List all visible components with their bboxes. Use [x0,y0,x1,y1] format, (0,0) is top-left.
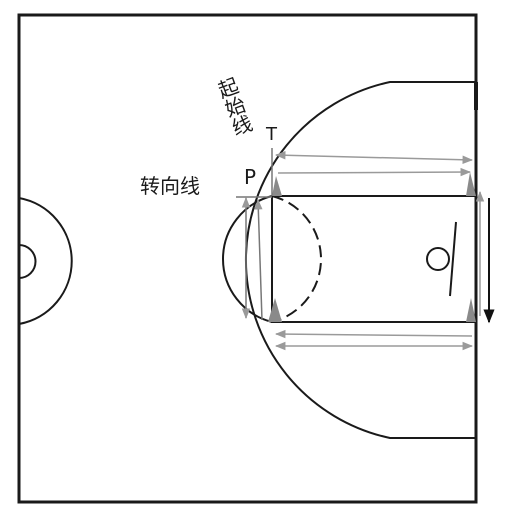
turn-line-free-throw-arc [222,195,273,323]
arrow-top-outer [274,151,474,164]
t-marker-label: T [266,124,277,145]
turn-line-label: 转向线 [140,174,200,198]
backboard [449,221,457,297]
free-throw-lane [271,195,477,323]
arrow-top-inner [277,167,472,177]
start-line-three-point-arc [245,81,476,439]
cone-top-right [466,172,476,196]
cone-bottom-left [268,298,282,322]
court-boundary [17,13,478,504]
center-inner-circle [18,244,37,279]
hoop [426,247,450,271]
cone-top-left [272,176,282,196]
arrow-left-vertical-2 [254,198,263,321]
arrow-bottom-inner [274,329,473,339]
p-marker-label: P [244,165,257,189]
free-throw-arc-dashed [271,195,322,323]
center-circle [18,197,73,325]
cone-bottom-right [466,298,476,322]
